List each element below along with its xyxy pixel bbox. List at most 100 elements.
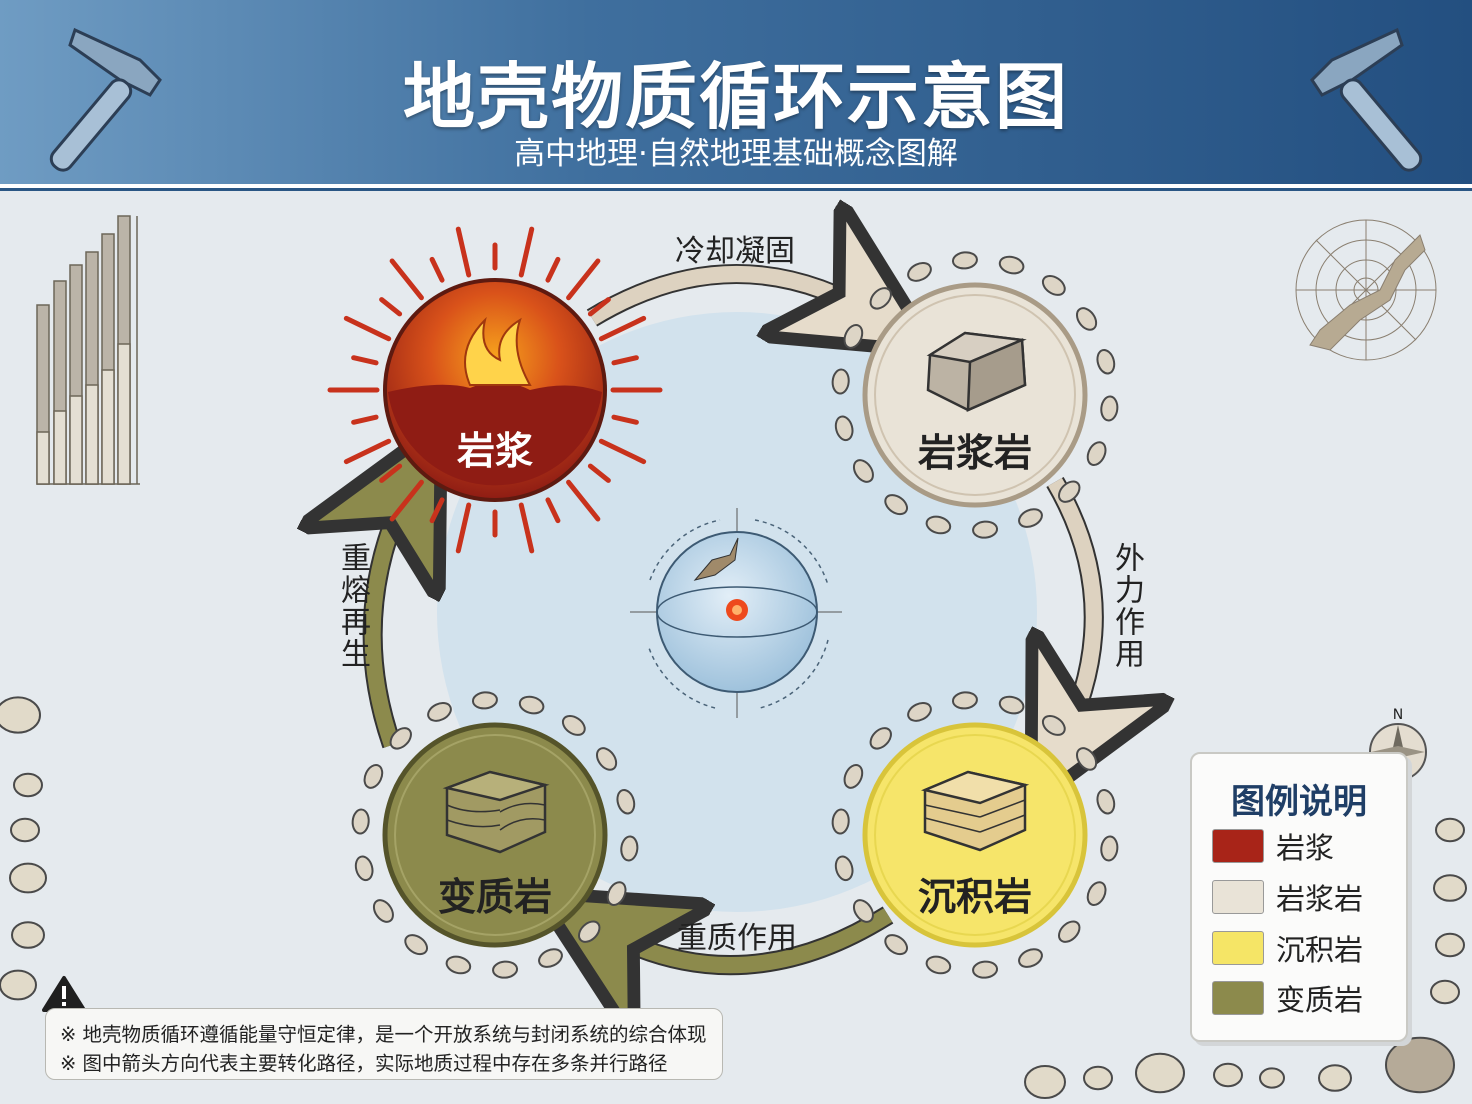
pebble <box>972 520 999 539</box>
heat-ray <box>343 315 392 342</box>
pebble <box>595 747 618 771</box>
rock-icon <box>1135 1052 1185 1094</box>
legend-title: 图例说明 <box>1231 782 1367 822</box>
sedimentary-rock-label: 沉积岩 <box>917 875 1032 919</box>
legend-swatch <box>1212 829 1264 863</box>
page-subtitle: 高中地理·自然地理基础概念图解 <box>514 136 958 172</box>
legend-item-metamorphic: 变质岩 <box>1212 980 1364 1017</box>
rock-icon <box>0 696 41 734</box>
pebble <box>831 368 850 395</box>
pebble <box>843 763 864 789</box>
pebble <box>445 955 472 975</box>
rock-layers-icon <box>920 770 1030 852</box>
pebble <box>1086 441 1107 466</box>
magma-heat-rays <box>327 226 663 554</box>
pebble <box>852 899 874 923</box>
note-line: ※ 地壳物质循环遵循能量守恒定律，是一个开放系统与封闭系统的综合体现 <box>60 1023 707 1046</box>
hammer-icon <box>49 27 162 172</box>
flame-icon <box>464 316 532 386</box>
heat-ray <box>518 502 535 554</box>
header-divider-dark <box>0 188 1472 191</box>
legend-label: 变质岩 <box>1276 983 1364 1017</box>
heat-ray <box>587 463 611 483</box>
pebble <box>925 955 952 975</box>
pebble <box>427 702 452 722</box>
notes-box: ※ 地壳物质循环遵循能量守恒定律，是一个开放系统与封闭系统的综合体现 ※ 图中箭… <box>45 1008 723 1080</box>
legend-label: 岩浆 <box>1276 831 1335 865</box>
pebble <box>1041 714 1066 736</box>
pebble <box>351 808 370 835</box>
igneous-rock-label: 岩浆岩 <box>917 431 1032 475</box>
pebble <box>1086 881 1107 906</box>
external-forces-label: 外力作用 <box>1109 542 1144 670</box>
pebble <box>471 691 498 710</box>
pebble <box>925 515 952 535</box>
heat-ray <box>455 502 472 554</box>
pebble <box>492 960 519 979</box>
heat-ray <box>598 438 647 465</box>
pebble <box>1041 274 1066 296</box>
pebble <box>998 255 1025 275</box>
heat-ray <box>611 355 639 366</box>
pebble <box>578 920 601 943</box>
pebble <box>620 835 639 862</box>
cooling-label: 冷却凝固 <box>675 234 795 269</box>
heat-ray <box>429 256 445 283</box>
legend-item-magma: 岩浆 <box>1212 828 1335 865</box>
legend-panel: 图例说明 岩浆 岩浆岩 沉积岩 变质岩 <box>1190 752 1408 1042</box>
heat-ray <box>545 256 561 283</box>
rock-icon <box>1385 1036 1455 1094</box>
pebble <box>907 262 932 282</box>
pebble <box>907 702 932 722</box>
pebble <box>616 788 636 815</box>
pebble <box>404 934 429 956</box>
pebble <box>834 415 854 442</box>
rock-icon <box>1435 817 1465 843</box>
pebble <box>869 287 892 310</box>
legend-label: 沉积岩 <box>1276 933 1364 967</box>
pebble <box>852 459 874 483</box>
heat-ray <box>379 297 403 317</box>
pebble <box>538 948 563 968</box>
pebble <box>372 899 394 923</box>
remelting-label: 重熔再生 <box>335 542 370 670</box>
heat-ray <box>598 315 647 342</box>
heat-ray <box>545 497 561 524</box>
legend-swatch <box>1212 931 1264 965</box>
pebble <box>998 695 1025 715</box>
pebble <box>1075 747 1098 771</box>
metamorphism-label: 重质作用 <box>677 921 797 956</box>
pebble <box>831 808 850 835</box>
pebble <box>843 323 864 349</box>
heat-ray <box>429 497 445 524</box>
pebble <box>1075 307 1098 331</box>
heat-ray <box>389 258 424 301</box>
pebble <box>972 960 999 979</box>
heat-ray <box>566 479 601 522</box>
legend-label: 岩浆岩 <box>1276 882 1364 916</box>
pebble <box>561 714 586 736</box>
pebble <box>951 691 978 710</box>
rock-folds-icon <box>442 770 550 854</box>
rock-icon <box>1259 1067 1285 1089</box>
legend-item-igneous: 岩浆岩 <box>1212 879 1364 916</box>
pebble <box>1018 508 1043 528</box>
pebble <box>884 934 909 956</box>
pebble <box>1100 835 1119 862</box>
pebble <box>389 727 412 750</box>
pebble <box>869 727 892 750</box>
node-sedimentary-rock <box>862 722 1088 948</box>
rock-icon <box>1430 979 1460 1005</box>
pebble <box>518 695 545 715</box>
rock-icon <box>1435 932 1465 958</box>
decorative-bar-chart <box>36 215 140 485</box>
heat-ray <box>379 463 403 483</box>
hammer-icon <box>1310 27 1423 172</box>
rock-icon <box>13 772 43 798</box>
rock-icon <box>1024 1065 1066 1099</box>
heat-ray <box>351 355 379 366</box>
rock-icon <box>0 969 37 1001</box>
pebble <box>884 494 909 516</box>
rock-icon <box>9 862 47 894</box>
legend-swatch <box>1212 880 1264 914</box>
